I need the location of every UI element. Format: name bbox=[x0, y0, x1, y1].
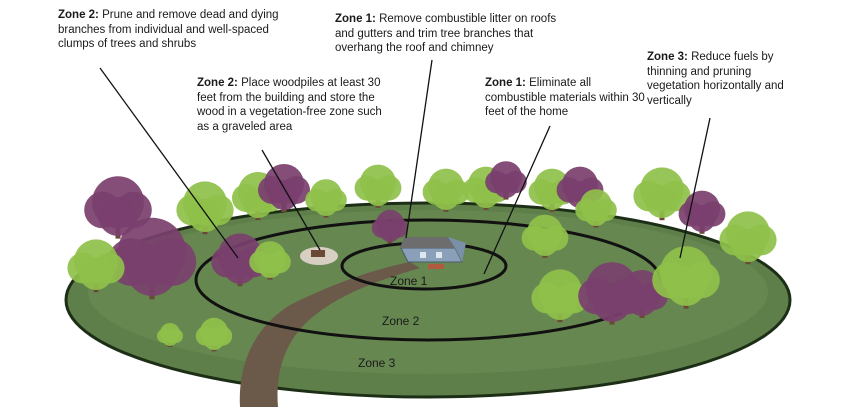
leader-line-c2 bbox=[405, 59, 433, 239]
tree-foliage bbox=[543, 287, 577, 320]
callout-zone-tag: Zone 1: bbox=[485, 77, 526, 89]
tree-foliage bbox=[531, 229, 559, 256]
tree-foliage bbox=[627, 286, 657, 316]
callout-zone-tag: Zone 2: bbox=[58, 9, 99, 21]
green-tree bbox=[521, 214, 569, 258]
callout-text: Prune and remove dead and dying branches… bbox=[58, 9, 279, 50]
tree-foliage bbox=[98, 197, 138, 236]
tree-foliage bbox=[364, 179, 392, 206]
tree-foliage bbox=[432, 183, 460, 210]
green-tree bbox=[249, 241, 291, 280]
tree-foliage bbox=[688, 205, 716, 232]
callout-text: Eliminate all combustible materials with… bbox=[485, 77, 645, 118]
woodpile bbox=[311, 250, 325, 257]
tree-foliage bbox=[666, 267, 706, 306]
tree-foliage bbox=[223, 251, 257, 284]
callout-zone2-woodpile: Zone 2: Place woodpiles at least 30 feet… bbox=[197, 76, 397, 134]
driveway-path bbox=[239, 262, 420, 407]
house bbox=[400, 237, 466, 269]
tree-foliage bbox=[203, 329, 225, 350]
green-tree bbox=[354, 164, 402, 208]
callout-text: Remove combustible litter on roofs and g… bbox=[335, 13, 557, 54]
green-tree bbox=[67, 239, 125, 293]
tree-foliage bbox=[645, 185, 679, 218]
purple-tree bbox=[84, 176, 152, 239]
zone1-label: Zone 1 bbox=[390, 274, 428, 288]
green-tree bbox=[422, 168, 470, 212]
zone2-label: Zone 2 bbox=[382, 314, 420, 328]
tree-foliage bbox=[494, 174, 518, 198]
callout-text: Place woodpiles at least 30 feet from th… bbox=[197, 77, 382, 133]
purple-tree bbox=[107, 217, 197, 300]
green-tree bbox=[652, 246, 720, 309]
tree-foliage bbox=[269, 180, 299, 210]
callout-text: Reduce fuels by thinning and pruning veg… bbox=[647, 51, 784, 107]
tree-foliage bbox=[126, 245, 178, 296]
green-tree bbox=[305, 179, 347, 218]
callout-zone-tag: Zone 3: bbox=[647, 51, 688, 63]
purple-tree bbox=[371, 209, 409, 244]
callout-zone2-prune: Zone 2: Prune and remove dead and dying … bbox=[58, 8, 288, 52]
callout-zone1-litter: Zone 1: Remove combustible litter on roo… bbox=[335, 12, 560, 56]
trees-group bbox=[67, 161, 777, 352]
leader-line-c3 bbox=[679, 117, 711, 259]
tree-foliage bbox=[79, 257, 113, 290]
tree-foliage bbox=[314, 192, 338, 216]
tree-foliage bbox=[188, 199, 222, 232]
tree-foliage bbox=[258, 254, 282, 278]
green-tree bbox=[157, 323, 183, 347]
purple-tree bbox=[616, 270, 668, 318]
green-tree bbox=[633, 167, 691, 221]
leader-line-c4 bbox=[261, 149, 321, 251]
leader-line-c1 bbox=[99, 67, 239, 259]
green-tree bbox=[195, 317, 233, 352]
callout-zone-tag: Zone 1: bbox=[335, 13, 376, 25]
tree-foliage bbox=[584, 202, 608, 226]
tree-foliage bbox=[162, 331, 178, 346]
leader-lines bbox=[99, 59, 711, 275]
leader-line-c5 bbox=[483, 125, 551, 275]
tree-foliage bbox=[731, 229, 765, 262]
green-tree bbox=[719, 211, 777, 265]
green-tree bbox=[575, 189, 617, 228]
callout-zone1-eliminate: Zone 1: Eliminate all combustible materi… bbox=[485, 76, 645, 120]
tree-foliage bbox=[379, 221, 401, 242]
callout-zone3-thin: Zone 3: Reduce fuels by thinning and pru… bbox=[647, 50, 802, 108]
zone3-label: Zone 3 bbox=[358, 356, 396, 370]
callout-zone-tag: Zone 2: bbox=[197, 77, 238, 89]
purple-tree bbox=[485, 161, 527, 200]
